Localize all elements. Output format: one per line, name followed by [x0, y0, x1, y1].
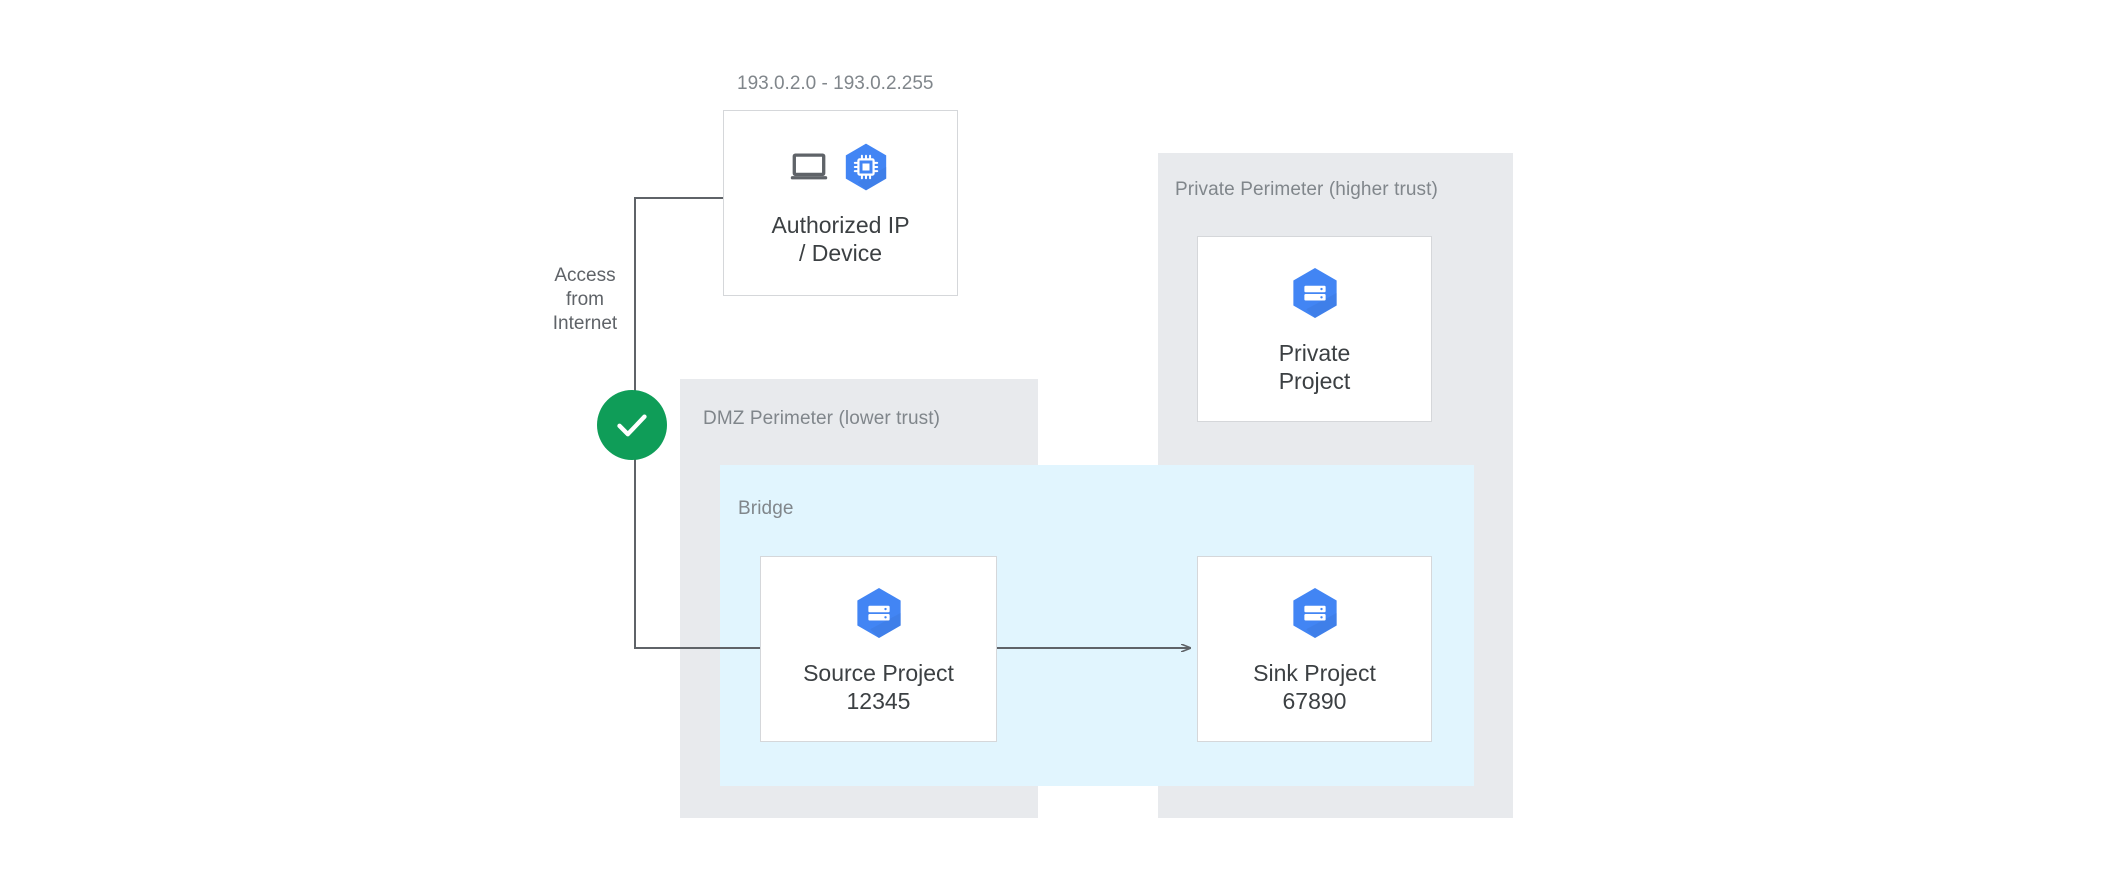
iot-chip-icon: [845, 143, 886, 191]
laptop-icon: [790, 153, 827, 180]
bridge-label: Bridge: [738, 498, 794, 519]
perimeter-dmz-label: DMZ Perimeter (lower trust): [703, 408, 941, 429]
node-sink-project-label: Sink Project 67890: [1253, 660, 1376, 714]
node-icon-group: [1285, 263, 1345, 323]
project-icon: [856, 588, 901, 638]
node-private-project[interactable]: Private Project: [1197, 236, 1432, 422]
node-private-project-label: Private Project: [1278, 340, 1351, 394]
project-icon: [1292, 268, 1337, 318]
node-source-project[interactable]: Source Project 12345: [760, 556, 997, 742]
node-icon-group: [788, 139, 894, 195]
node-source-project-label: Source Project 12345: [803, 660, 954, 714]
node-sink-project[interactable]: Sink Project 67890: [1197, 556, 1432, 742]
node-icon-group: [1285, 583, 1345, 643]
caption-access-from-internet: Access from Internet: [552, 265, 618, 334]
caption-ip-range: 193.0.2.0 - 193.0.2.255: [737, 73, 934, 94]
project-icon: [1292, 588, 1337, 638]
node-authorized-ip-device[interactable]: Authorized IP / Device: [723, 110, 958, 296]
node-authorized-ip-device-label: Authorized IP / Device: [771, 212, 910, 266]
status-badge-access-allowed: [597, 390, 667, 460]
check-icon: [617, 414, 647, 437]
node-icon-group: [849, 583, 909, 643]
perimeter-private-label: Private Perimeter (higher trust): [1175, 179, 1438, 200]
